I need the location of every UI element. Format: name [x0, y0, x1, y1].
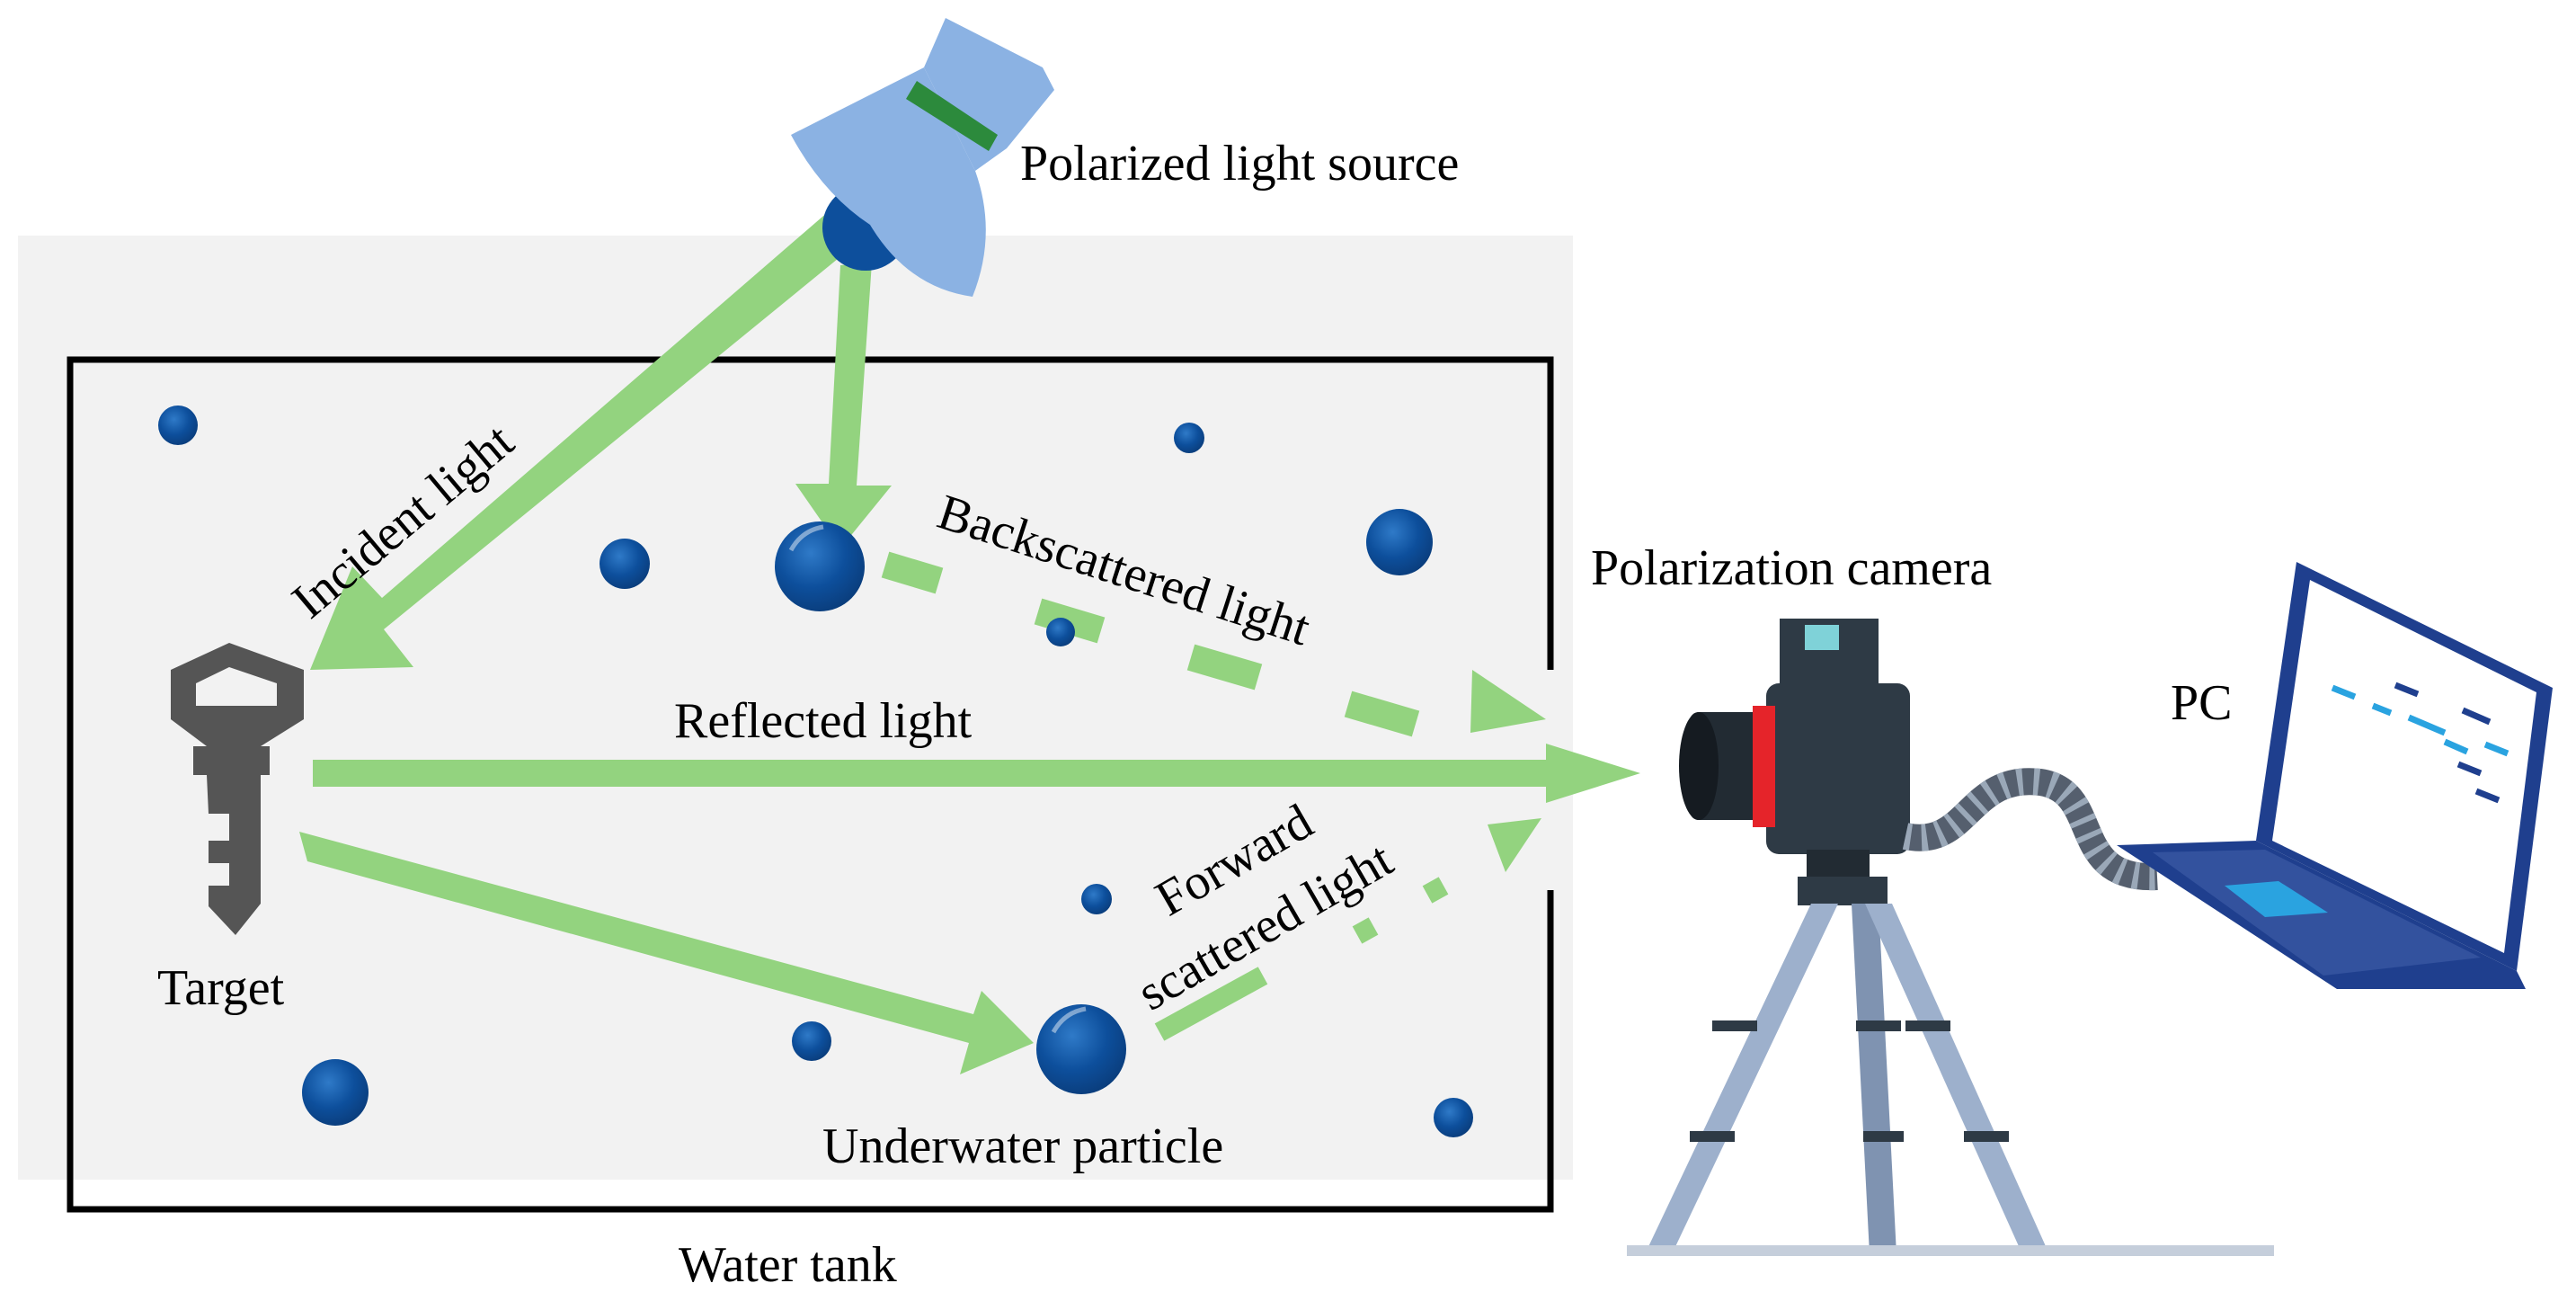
polarization-camera-label: Polarization camera — [1591, 540, 1992, 596]
underwater-particles — [158, 405, 1473, 1137]
particle-highlights — [788, 524, 1087, 1034]
water-tank-label: Water tank — [679, 1237, 897, 1293]
incident-beam — [310, 211, 857, 670]
pc-laptop-icon — [2117, 562, 2553, 989]
particle — [1046, 618, 1075, 646]
polarized-light-source-icon — [791, 18, 1054, 297]
light-beams — [299, 211, 1640, 1074]
reflected-beam — [313, 744, 1640, 803]
reflected-light-label: Reflected light — [674, 693, 973, 749]
underwater-particle-label: Underwater particle — [822, 1118, 1223, 1174]
particle — [600, 539, 650, 589]
backscatter-arrowhead — [1470, 670, 1546, 733]
water-tank-outline — [67, 356, 1554, 1213]
backscatter-dashes — [881, 551, 1420, 737]
particle — [792, 1021, 831, 1061]
forward-scatter-dashes — [1154, 877, 1449, 1041]
light-source-label: Polarized light source — [1020, 136, 1459, 192]
particle — [1366, 509, 1433, 575]
particle — [158, 405, 198, 445]
particle — [1036, 1004, 1126, 1094]
camera-cable — [1902, 768, 2158, 891]
target-key-icon — [171, 643, 304, 935]
tripod-icon — [1627, 877, 2274, 1256]
polarization-camera-icon — [1679, 619, 1910, 877]
forward-scatter-arrowhead — [1488, 818, 1541, 872]
target-to-particle-beam — [299, 832, 1034, 1074]
particle — [1174, 423, 1204, 453]
particle — [1434, 1098, 1473, 1137]
particle — [302, 1059, 369, 1126]
source-down-beam — [795, 263, 892, 548]
pc-label: PC — [2171, 675, 2233, 731]
target-label: Target — [157, 960, 285, 1016]
particle — [775, 521, 865, 611]
particle — [1081, 884, 1112, 914]
